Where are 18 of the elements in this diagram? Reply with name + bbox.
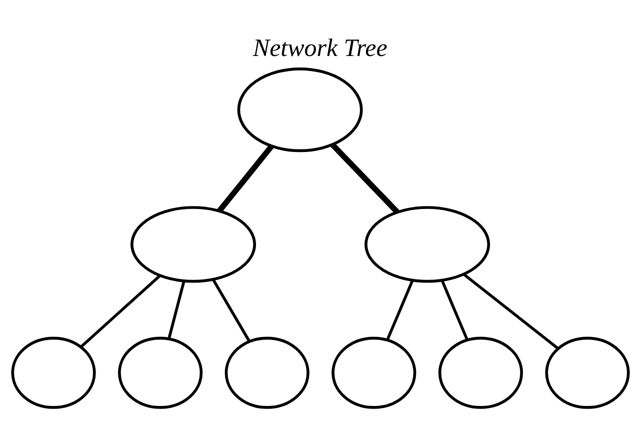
- connector: [386, 280, 414, 341]
- node-ellipse: [438, 336, 523, 409]
- connector: [212, 278, 251, 342]
- node-ellipse: [364, 206, 490, 283]
- connector: [217, 144, 274, 213]
- node-ellipse: [118, 336, 203, 409]
- node-ellipse: [237, 67, 363, 152]
- connector: [168, 280, 186, 339]
- node-ellipse: [11, 336, 96, 409]
- connector: [440, 280, 469, 341]
- node-ellipse: [224, 336, 310, 409]
- diagram-title: Network Tree: [252, 34, 388, 62]
- node-ellipse: [332, 336, 416, 409]
- connector: [462, 273, 559, 350]
- connector: [330, 142, 400, 214]
- connector: [80, 274, 161, 348]
- node-ellipse: [130, 206, 256, 283]
- node-ellipse: [545, 336, 630, 409]
